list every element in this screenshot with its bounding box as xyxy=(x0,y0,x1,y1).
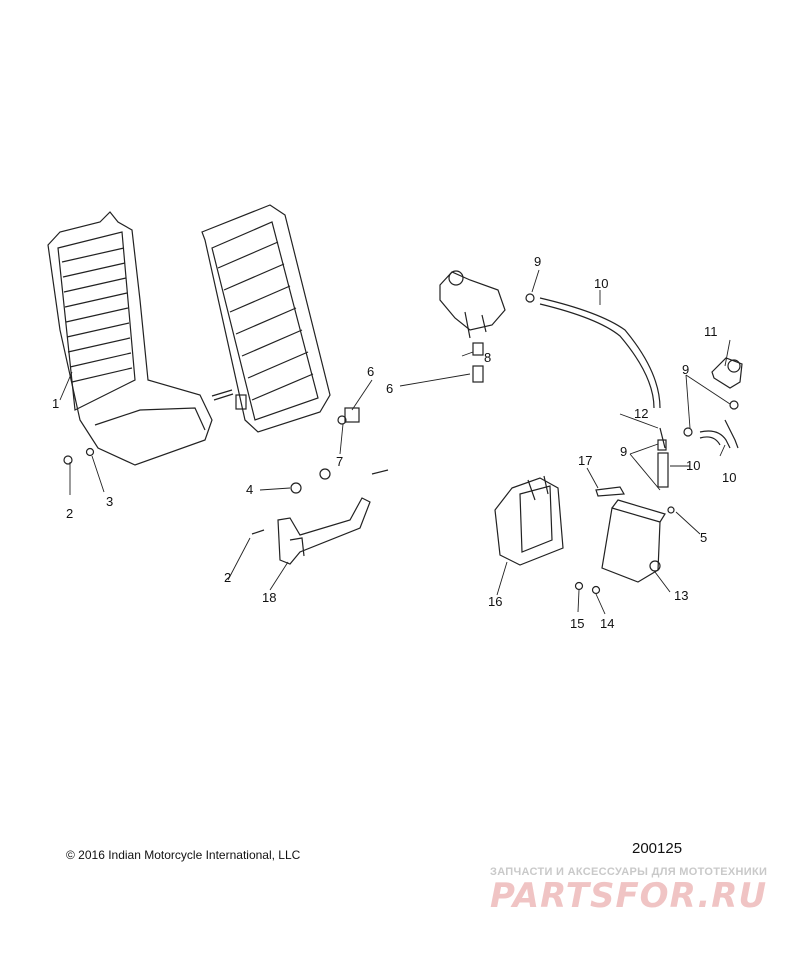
radiator-shroud-part xyxy=(47,211,213,466)
callout-6: 6 xyxy=(367,364,374,379)
reservoir-shield-part xyxy=(494,475,564,566)
callout-10: 10 xyxy=(722,470,736,485)
callout-6: 6 xyxy=(386,381,393,396)
coolant-hose-part xyxy=(539,297,661,409)
short-hose-part xyxy=(657,452,669,488)
reservoir-fitting-part xyxy=(595,486,625,497)
callout-9: 9 xyxy=(620,444,627,459)
radiator-part xyxy=(201,204,331,433)
callout-2: 2 xyxy=(66,506,73,521)
copyright-notice: © 2016 Indian Motorcycle International, … xyxy=(66,848,301,862)
callout-5: 5 xyxy=(700,530,707,545)
callout-14: 14 xyxy=(600,616,614,631)
radiator-bracket-part xyxy=(277,497,371,565)
watermark-logo: PARTSFOR.RU xyxy=(490,876,768,916)
callout-9: 9 xyxy=(534,254,541,269)
thermostat-housing-part xyxy=(439,270,506,339)
callout-7: 7 xyxy=(336,454,343,469)
callout-4: 4 xyxy=(246,482,253,497)
overflow-hose-part xyxy=(699,430,731,449)
callout-2: 2 xyxy=(224,570,231,585)
callout-17: 17 xyxy=(578,453,592,468)
callout-11: 11 xyxy=(704,324,718,339)
leader-lines xyxy=(59,269,731,615)
callout-13: 13 xyxy=(674,588,688,603)
coolant-hose-part-inner xyxy=(539,303,655,409)
callout-18: 18 xyxy=(262,590,276,605)
callout-10: 10 xyxy=(594,276,608,291)
callout-10: 10 xyxy=(686,458,700,473)
callout-9: 9 xyxy=(682,362,689,377)
diagram-number: 200125 xyxy=(632,840,683,857)
callout-labels: 1 2 2 3 4 5 6 6 7 8 9 9 9 10 10 10 11 12… xyxy=(52,254,736,631)
coolant-reservoir-part xyxy=(601,499,666,583)
callout-1: 1 xyxy=(52,396,59,411)
callout-3: 3 xyxy=(106,494,113,509)
reservoir-cap-part xyxy=(711,357,743,389)
overflow-hose-upper xyxy=(724,419,739,449)
callout-12: 12 xyxy=(634,406,648,421)
hardware-parts xyxy=(63,293,739,595)
callout-8: 8 xyxy=(484,350,491,365)
callout-15: 15 xyxy=(570,616,584,631)
watermark-subtitle: ЗАПЧАСТИ И АКСЕССУАРЫ ДЛЯ МОТОТЕХНИКИ xyxy=(490,866,768,878)
callout-16: 16 xyxy=(488,594,502,609)
